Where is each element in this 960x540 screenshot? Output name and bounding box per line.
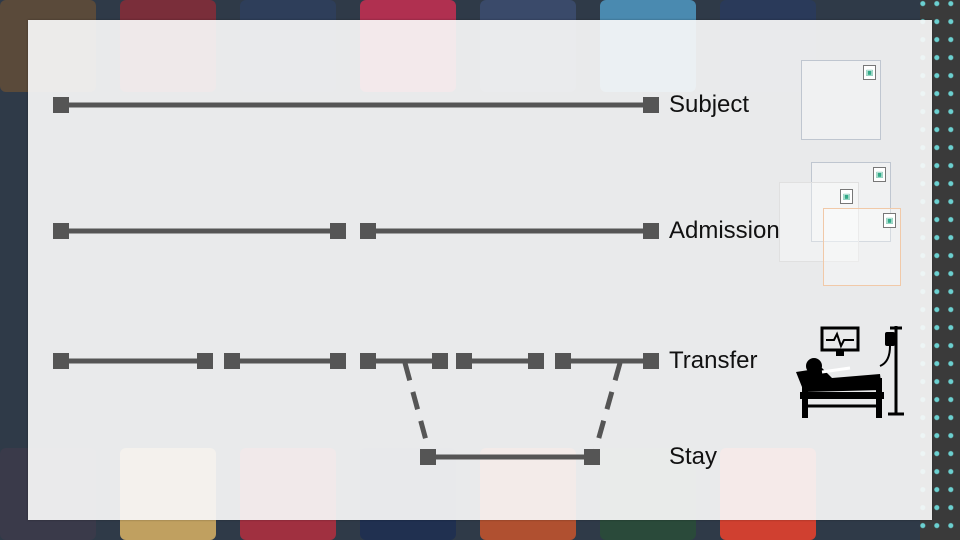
broken-image-icon: ▣ [863, 65, 876, 80]
stay-node [420, 449, 436, 465]
level-label-subject: Subject [669, 91, 750, 118]
level-label-stay: Stay [669, 443, 718, 470]
transfer-node [53, 353, 69, 369]
hospital-bed-patient-icon [796, 326, 904, 418]
subject-node-start [53, 97, 69, 113]
level-label-admission: Admission [669, 217, 780, 244]
broken-image-icon: ▣ [883, 213, 896, 228]
admission-node [643, 223, 659, 239]
image-placeholder: ▣ [823, 208, 901, 286]
image-placeholder: ▣ [779, 182, 859, 262]
transfer-node [555, 353, 571, 369]
transfer-node [643, 353, 659, 369]
stay-connector-right [591, 362, 623, 456]
subject-node-end [643, 97, 659, 113]
transfer-node [224, 353, 240, 369]
transfer-node [197, 353, 213, 369]
admission-node [53, 223, 69, 239]
image-placeholder: ▣ [801, 60, 881, 140]
level-label-transfer: Transfer [669, 347, 758, 374]
broken-image-icon: ▣ [840, 189, 853, 204]
transfer-node [528, 353, 544, 369]
transfer-node [330, 353, 346, 369]
transfer-node [456, 353, 472, 369]
transfer-node [360, 353, 376, 369]
stay-node [584, 449, 600, 465]
transfer-node [432, 353, 448, 369]
admission-node [330, 223, 346, 239]
broken-image-icon: ▣ [873, 167, 886, 182]
admission-node [360, 223, 376, 239]
stay-connector-left [402, 362, 433, 456]
